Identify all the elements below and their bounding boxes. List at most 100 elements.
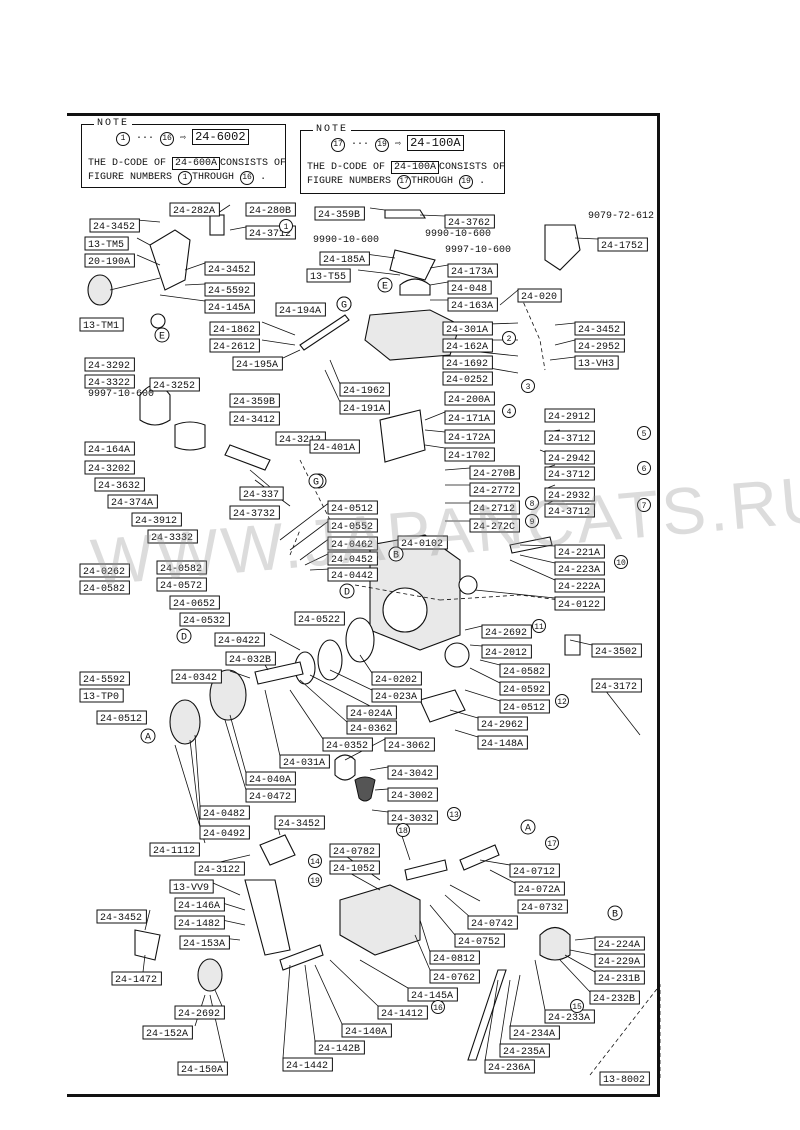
- part-number-label: 24-3712: [544, 430, 595, 445]
- part-number-label: 24-153A: [179, 935, 230, 950]
- svg-text:24-023A: 24-023A: [375, 692, 417, 703]
- part-number-label: 24-0482: [199, 805, 250, 820]
- callout-circle: 16: [240, 171, 255, 185]
- svg-text:2: 2: [507, 335, 512, 344]
- part-number-label: 13-8002: [599, 1071, 650, 1086]
- svg-text:24-235A: 24-235A: [503, 1047, 545, 1058]
- plain-label-layer: 9079-72-6129990-10-6009997-10-6009990-10…: [88, 211, 654, 400]
- callout-circle: 17: [397, 175, 412, 189]
- part-number-label: 24-1052: [329, 860, 380, 875]
- svg-text:24-072A: 24-072A: [518, 885, 560, 896]
- part-number-label: 24-3122: [194, 861, 245, 876]
- reference-letter: D: [339, 583, 355, 599]
- svg-text:9: 9: [530, 518, 535, 527]
- svg-text:24-024A: 24-024A: [350, 709, 392, 720]
- part-number-label: 24-1472: [111, 971, 162, 986]
- callout-circle: 1: [178, 171, 193, 185]
- part-number-label: 24-142B: [314, 1040, 365, 1055]
- note-text: THE D-CODE OF: [307, 162, 386, 173]
- svg-text:24-3002: 24-3002: [391, 791, 433, 802]
- svg-text:24-5592: 24-5592: [83, 675, 125, 686]
- reference-letter: E: [377, 277, 393, 293]
- part-number-label: 24-3632: [94, 477, 145, 492]
- part-number-label: 24-223A: [554, 561, 605, 576]
- plain-part-number: 9997-10-600: [445, 245, 511, 256]
- svg-text:8: 8: [530, 500, 535, 509]
- callout-circle: 1: [116, 132, 130, 146]
- note-text: THE D-CODE OF: [88, 158, 167, 169]
- svg-text:9079-72-612: 9079-72-612: [588, 211, 654, 222]
- svg-text:24-337: 24-337: [243, 490, 279, 501]
- reference-letter: B: [607, 905, 623, 921]
- svg-text:24-153A: 24-153A: [183, 939, 225, 950]
- shaft-part: [299, 314, 350, 351]
- svg-text:24-0262: 24-0262: [83, 567, 125, 578]
- svg-text:24-142B: 24-142B: [318, 1044, 360, 1055]
- part-number-label: 24-140A: [341, 1023, 392, 1038]
- part-number-label: 24-280B: [245, 202, 296, 217]
- part-number-label: 24-191A: [339, 400, 390, 415]
- svg-text:24-374A: 24-374A: [111, 498, 153, 509]
- part-number-label: 24-0782: [329, 843, 380, 858]
- part-number-label: 24-235A: [499, 1043, 550, 1058]
- part-number-label: 24-359B: [314, 206, 365, 221]
- svg-text:24-1962: 24-1962: [343, 386, 385, 397]
- figure-callout: 18: [396, 823, 410, 837]
- svg-text:24-0462: 24-0462: [331, 540, 373, 551]
- svg-text:24-401A: 24-401A: [313, 443, 355, 454]
- part-number-label: 24-0522: [294, 611, 345, 626]
- svg-text:D: D: [181, 633, 187, 644]
- part-number-label: 24-0712: [509, 863, 560, 878]
- svg-text:24-145A: 24-145A: [411, 991, 453, 1002]
- part-number-label: 24-3252: [149, 377, 200, 392]
- figure-callout: 11: [532, 619, 546, 633]
- svg-text:24-185A: 24-185A: [323, 255, 365, 266]
- svg-text:24-359B: 24-359B: [318, 210, 360, 221]
- figure-callout: 5: [637, 426, 651, 440]
- svg-text:24-1052: 24-1052: [333, 864, 375, 875]
- svg-text:24-3412: 24-3412: [233, 415, 275, 426]
- reference-letter: B: [388, 546, 404, 562]
- part-number-label: 24-0102: [397, 535, 448, 550]
- lever-part: [87, 274, 113, 306]
- part-number-label: 24-3172: [591, 678, 642, 693]
- svg-text:24-236A: 24-236A: [488, 1063, 530, 1074]
- figure-callout: 10: [614, 555, 628, 569]
- svg-text:B: B: [612, 910, 618, 921]
- note-box-right: NOTE 17 ··· 19 ⇨ 24-100A THE D-CODE OF 2…: [300, 123, 505, 194]
- svg-text:1: 1: [284, 223, 289, 232]
- part-number-label: 24-0452: [327, 551, 378, 566]
- part-number-label: 24-221A: [554, 544, 605, 559]
- part-number-label: 24-359B: [229, 393, 280, 408]
- svg-text:24-3322: 24-3322: [88, 378, 130, 389]
- svg-text:24-229A: 24-229A: [598, 957, 640, 968]
- solenoid-part: [379, 409, 426, 463]
- svg-text:24-1112: 24-1112: [153, 846, 195, 857]
- svg-text:24-0342: 24-0342: [175, 673, 217, 684]
- part-number-label: 24-150A: [177, 1061, 228, 1076]
- part-number-label: 24-163A: [447, 297, 498, 312]
- svg-text:24-231B: 24-231B: [598, 974, 640, 985]
- svg-text:24-3762: 24-3762: [448, 218, 490, 229]
- part-number-label: 24-0762: [429, 969, 480, 984]
- diagram-frame: [67, 113, 660, 1097]
- svg-text:24-1692: 24-1692: [446, 359, 488, 370]
- svg-text:9990-10-600: 9990-10-600: [425, 229, 491, 240]
- washer-part: [150, 313, 166, 329]
- svg-text:24-0422: 24-0422: [218, 636, 260, 647]
- svg-text:24-171A: 24-171A: [448, 414, 490, 425]
- svg-text:24-162A: 24-162A: [446, 342, 488, 353]
- svg-text:24-0512: 24-0512: [100, 714, 142, 725]
- part-drawings: [87, 209, 641, 1061]
- svg-text:24-0512: 24-0512: [503, 703, 545, 714]
- figure-callout: 6: [637, 461, 651, 475]
- part-number-label: 24-272C: [469, 518, 520, 533]
- svg-text:24-3122: 24-3122: [198, 865, 240, 876]
- svg-text:24-020: 24-020: [521, 292, 557, 303]
- svg-text:24-3452: 24-3452: [578, 325, 620, 336]
- part-number-label: 13-VV9: [169, 879, 214, 894]
- part-number-label: 24-1752: [597, 237, 648, 252]
- part-number-label: 24-072A: [514, 881, 565, 896]
- part-number-label: 24-146A: [174, 897, 225, 912]
